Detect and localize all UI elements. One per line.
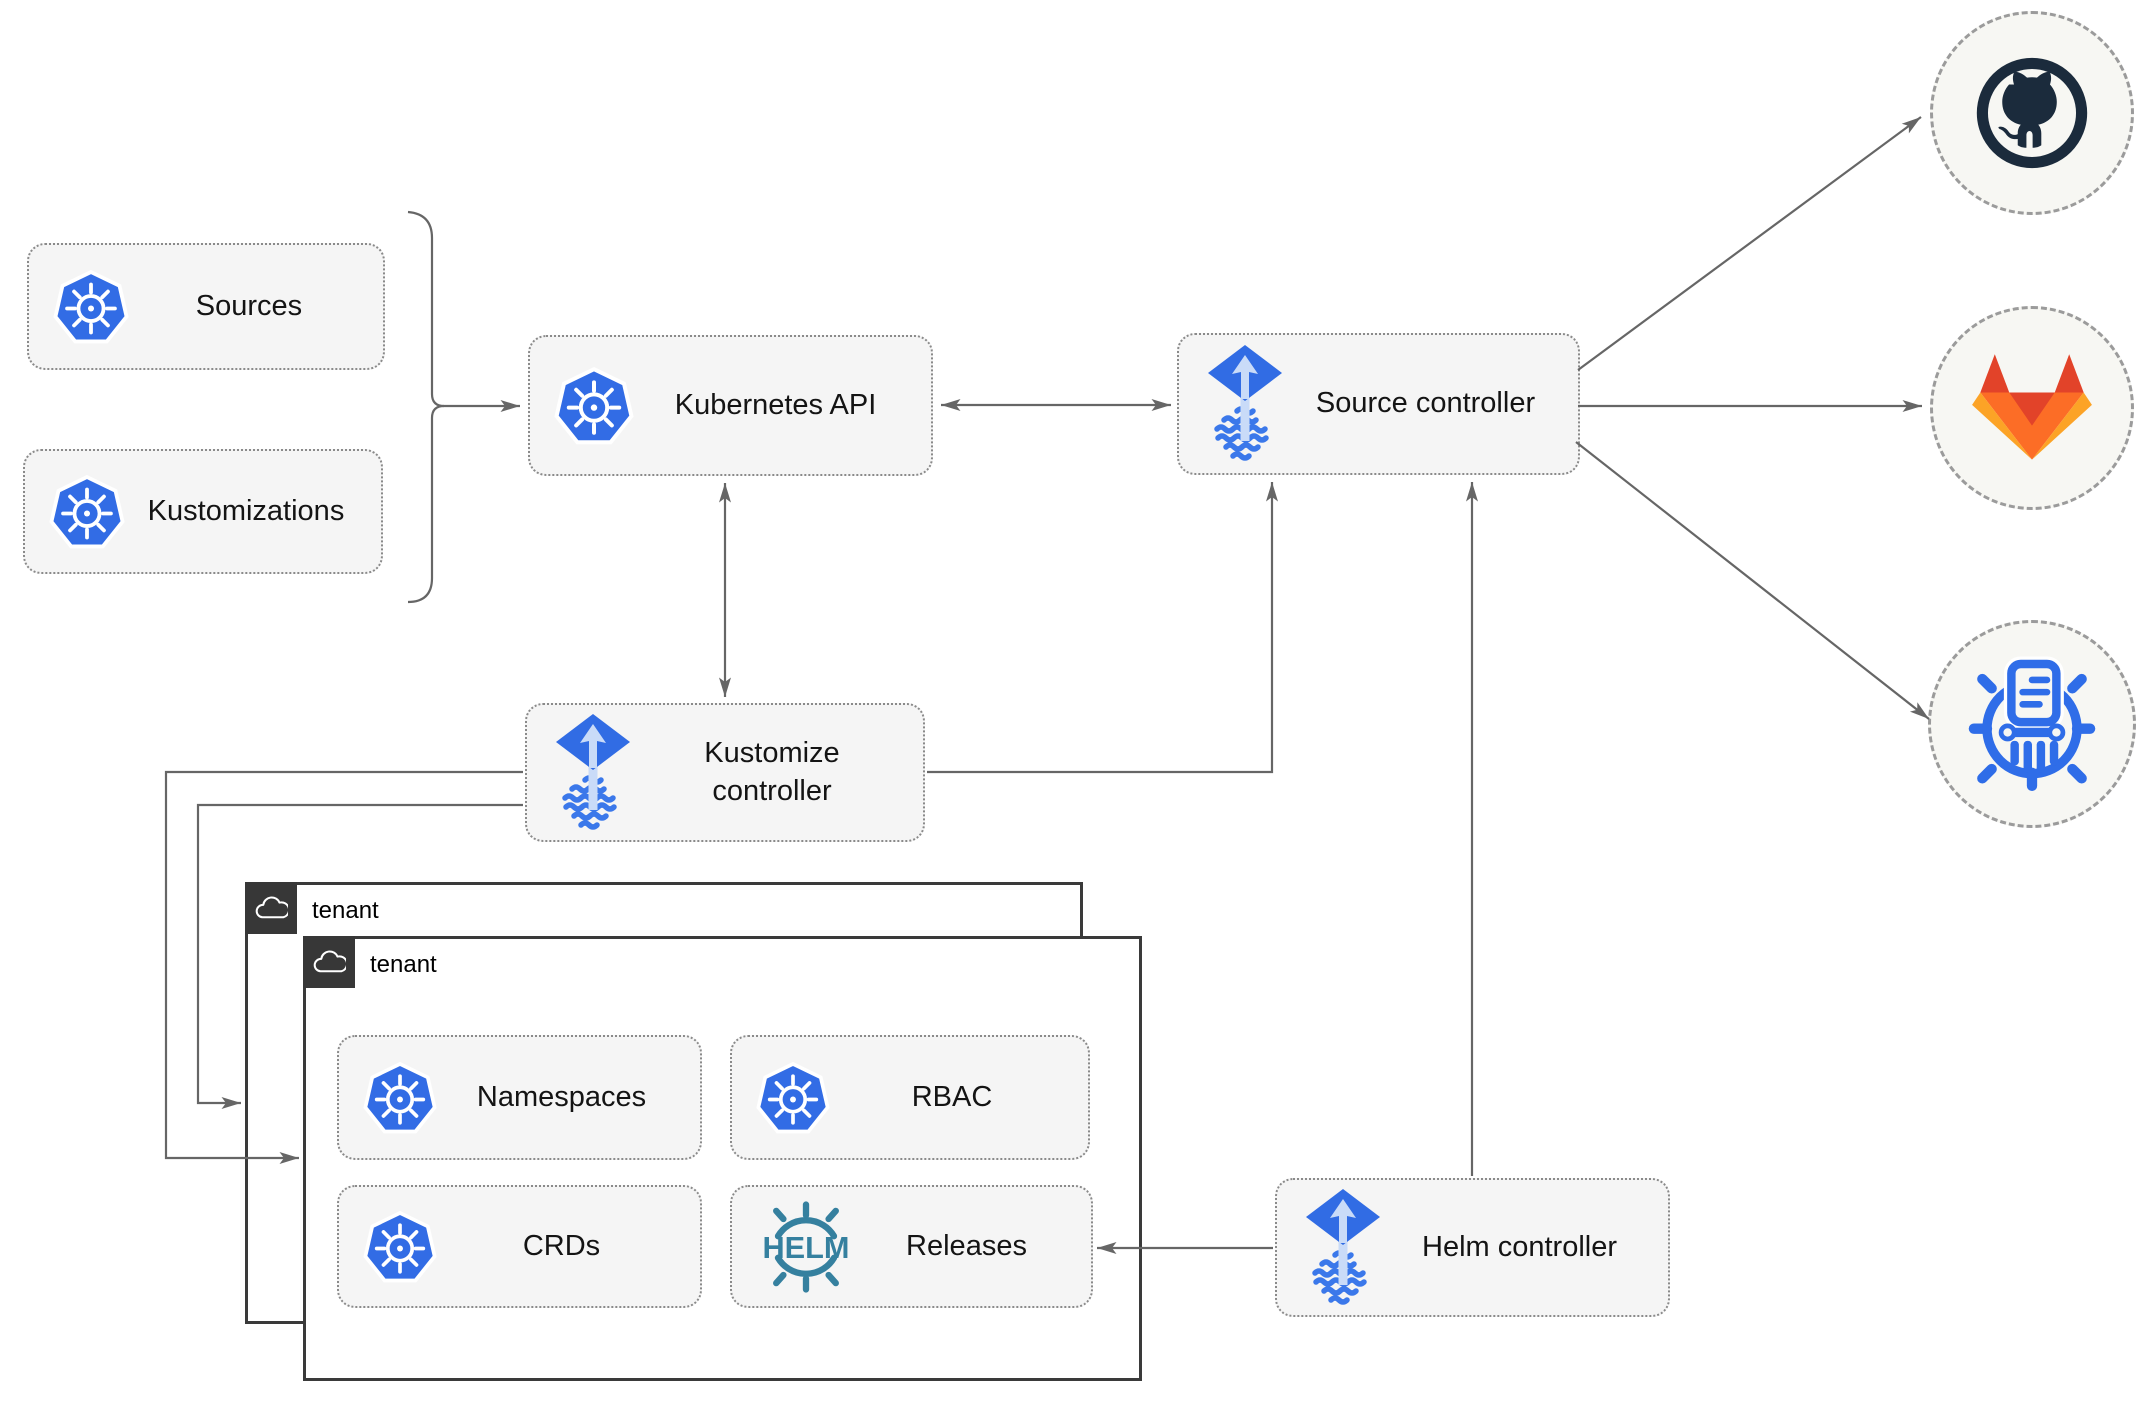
flux-icon xyxy=(551,712,635,834)
node-label: Kubernetes API xyxy=(674,388,877,421)
helm-wheel-icon: HELM xyxy=(756,1191,856,1303)
node-label: Source controller xyxy=(1315,387,1536,420)
tenant-label: tenant xyxy=(312,897,379,924)
node-label: Sources xyxy=(195,289,303,322)
kubernetes-icon xyxy=(53,268,129,346)
node-label: CRDs xyxy=(522,1229,601,1262)
node-helm-controller: Helm controller xyxy=(1275,1178,1670,1317)
node-kubernetes-api: Kubernetes API xyxy=(528,335,933,476)
kubernetes-icon xyxy=(756,1060,830,1136)
helm-wordmark: HELM xyxy=(763,1229,850,1264)
kubernetes-icon xyxy=(554,365,634,447)
node-crds: CRDs xyxy=(337,1185,702,1308)
node-label: Releases xyxy=(906,1229,1027,1262)
node-label: Kustomize controller xyxy=(704,736,840,807)
node-label: RBAC xyxy=(911,1080,993,1113)
flux-icon xyxy=(1203,343,1287,465)
gitlab-icon xyxy=(1930,306,2134,510)
kubernetes-icon xyxy=(49,473,125,551)
kubernetes-icon xyxy=(363,1209,437,1285)
helm-repository-icon xyxy=(1928,620,2136,828)
cloud-icon xyxy=(245,882,297,934)
node-sources: Sources xyxy=(27,243,385,370)
edge-source-controller-to-helm-repository xyxy=(1575,441,1930,720)
kubernetes-icon xyxy=(363,1060,437,1136)
bracket-group-to-kubernetes-api xyxy=(407,210,445,408)
cloud-icon xyxy=(303,936,355,988)
node-releases: HELM Releases xyxy=(730,1185,1093,1308)
node-namespaces: Namespaces xyxy=(337,1035,702,1160)
github-icon xyxy=(1930,11,2134,215)
bracket-group-to-kubernetes-api xyxy=(407,404,445,604)
edge-source-controller-to-github xyxy=(1577,116,1922,371)
node-label: Helm controller xyxy=(1422,1230,1617,1263)
node-label: Namespaces xyxy=(476,1080,647,1113)
flux-icon xyxy=(1301,1187,1385,1309)
edge-kustomize-controller-to-source-controller xyxy=(927,482,1278,774)
tenant-label: tenant xyxy=(370,951,437,978)
node-rbac: RBAC xyxy=(730,1035,1090,1160)
node-kustomize-controller: Kustomize controller xyxy=(525,703,925,842)
node-kustomizations: Kustomizations xyxy=(23,449,383,574)
node-source-controller: Source controller xyxy=(1177,333,1580,475)
node-label: Kustomizations xyxy=(147,494,345,527)
